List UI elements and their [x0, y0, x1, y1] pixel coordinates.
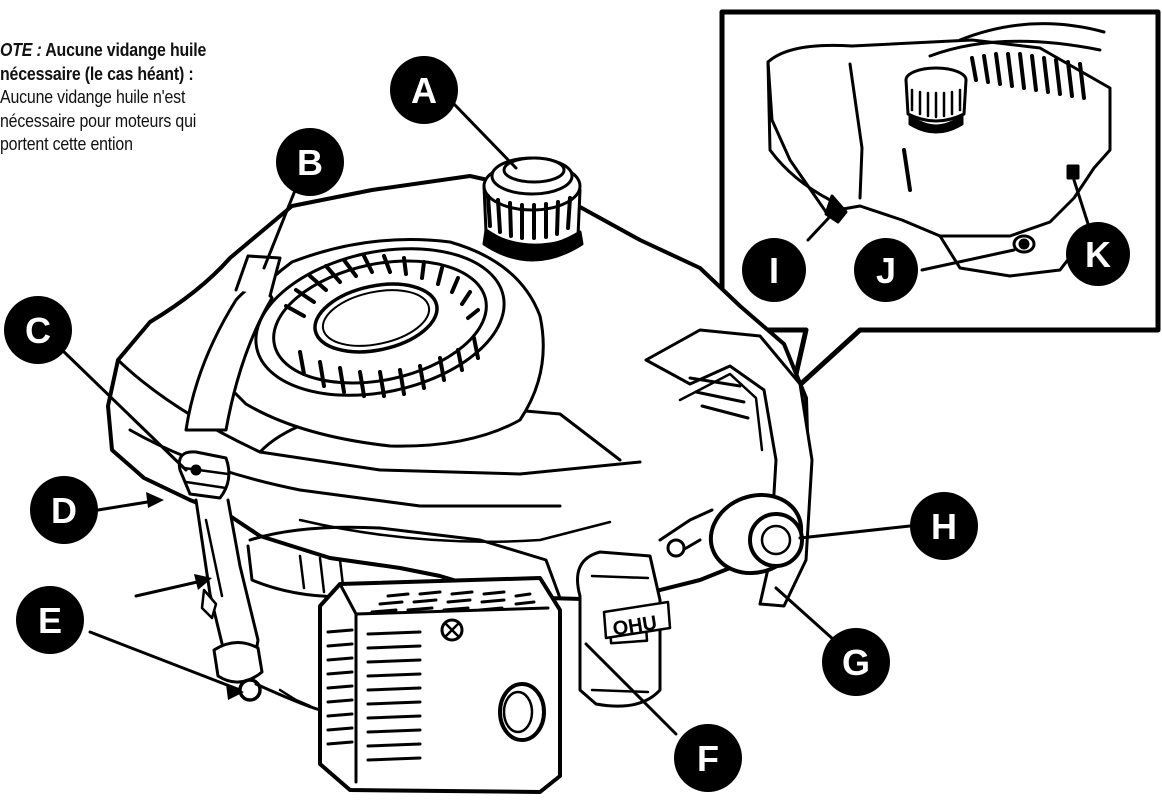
callout-label: J: [876, 250, 896, 291]
engine-body: OHU: [106, 156, 814, 794]
callout-f: F: [674, 724, 742, 792]
callout-label: K: [1085, 234, 1111, 275]
starter-fins: [284, 254, 480, 398]
callout-i: I: [742, 238, 806, 302]
callout-label: I: [769, 250, 779, 291]
muffler-slots: [370, 590, 536, 614]
callout-h: H: [910, 492, 978, 560]
note-body-text: Aucune vidange huile n'est nécessaire po…: [0, 86, 197, 154]
callout-e: E: [16, 586, 84, 654]
callout-a: A: [390, 56, 458, 124]
note-bold-text: Aucune vidange huile nécessaire (le cas …: [0, 39, 207, 84]
note-lead: OTE :: [0, 39, 42, 60]
callout-k: K: [1066, 222, 1130, 286]
callout-j: J: [854, 238, 918, 302]
leader-lines: [58, 102, 912, 736]
note-text: OTE : Aucune vidange huile nécessaire (l…: [0, 38, 215, 156]
callout-label: B: [297, 142, 323, 183]
callout-label: C: [25, 310, 51, 351]
detail-inset: [719, 9, 1161, 395]
callout-c: C: [4, 296, 72, 364]
callout-label: D: [51, 490, 77, 531]
callout-label: G: [842, 642, 870, 683]
callout-b: B: [276, 128, 344, 196]
callout-g: G: [822, 628, 890, 696]
muffler-grille: [326, 628, 422, 762]
callout-label: F: [697, 738, 719, 779]
callout-label: A: [411, 70, 437, 111]
arrowheads: [146, 492, 244, 700]
callout-d: D: [30, 476, 98, 544]
callout-label: H: [931, 506, 957, 547]
callout-label: E: [38, 600, 62, 641]
